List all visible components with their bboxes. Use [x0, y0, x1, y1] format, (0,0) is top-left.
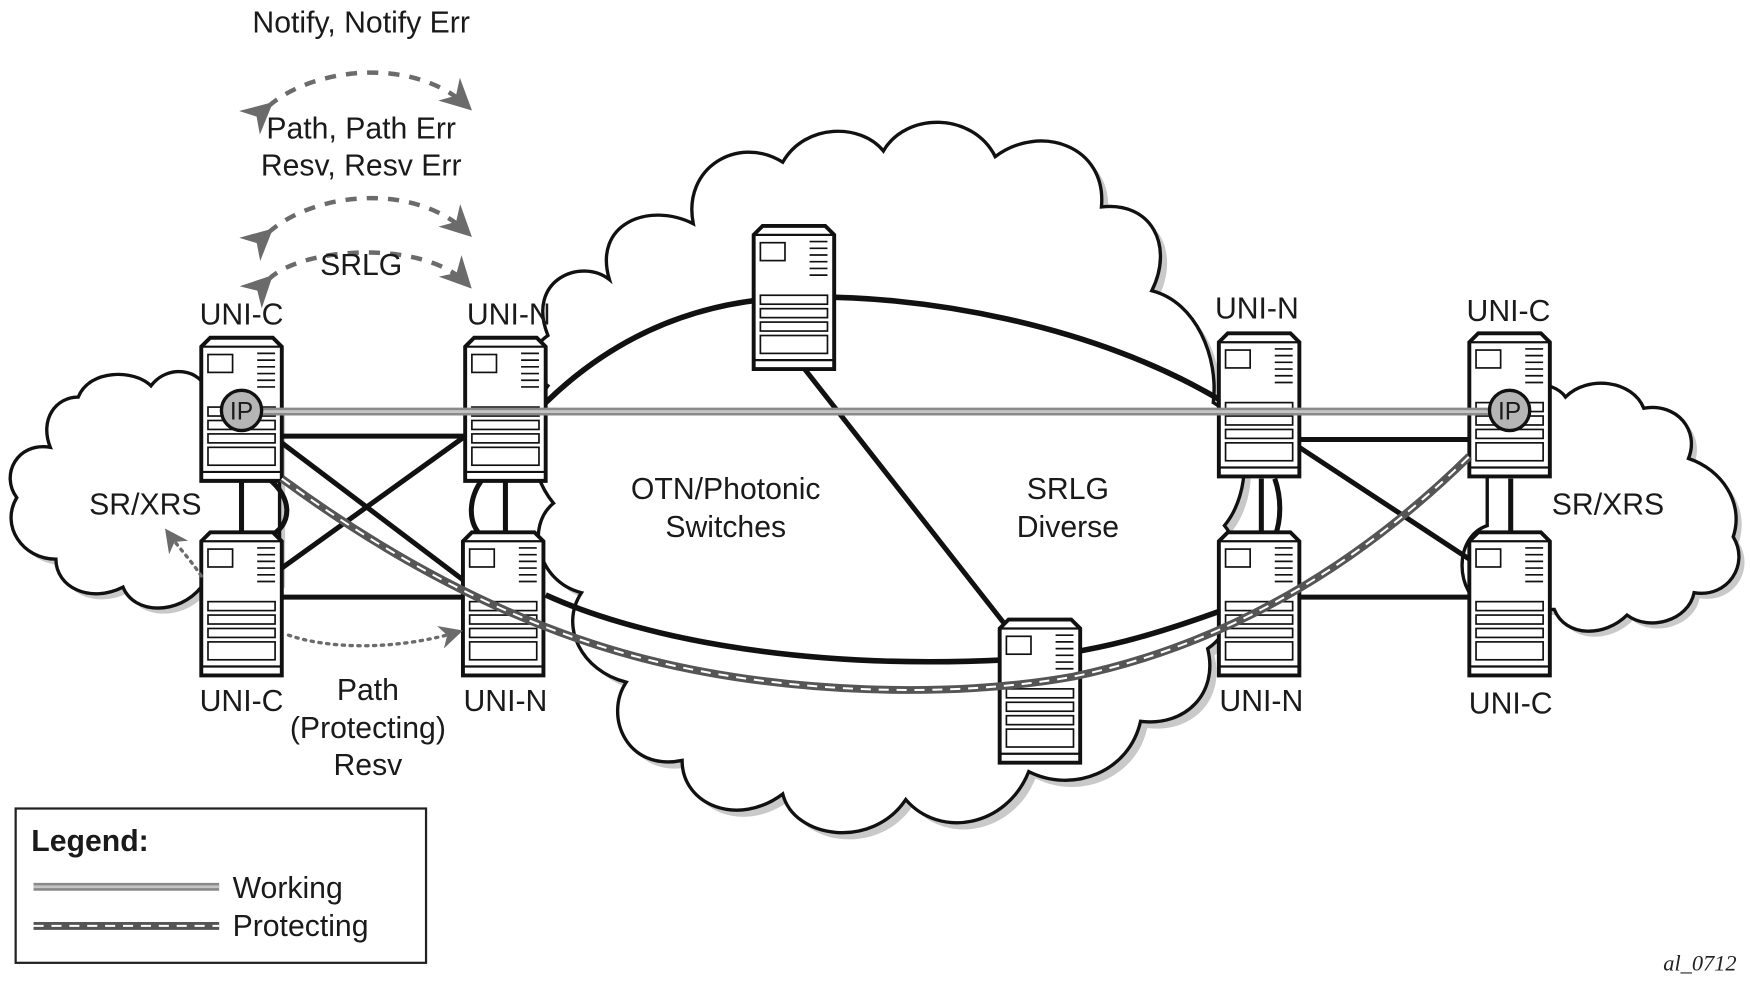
ring-bottom-arc — [544, 592, 1226, 665]
uni-n-right-top-device[interactable] — [1216, 331, 1302, 479]
legend: Legend: Working Protecting — [14, 807, 428, 964]
uni-c-right-top-label: UNI-C — [1467, 295, 1551, 328]
ip-badge-right: IP — [1487, 388, 1532, 433]
sr-xrs-dotted-arrow — [165, 528, 203, 578]
uni-n-left-bottom-device[interactable] — [460, 530, 546, 678]
ip-badge-left-label: IP — [230, 398, 253, 425]
right-n-loop — [1272, 477, 1283, 538]
protecting-path — [279, 453, 1473, 694]
srlg-signal-label: SRLG — [320, 249, 402, 282]
srlg-diverse-line1: SRLG — [1027, 473, 1109, 506]
uni-n-right-bottom-device[interactable] — [1216, 530, 1302, 678]
protecting-path-label: Path — [337, 674, 399, 707]
otn-label-line1: OTN/Photonic — [631, 473, 821, 506]
left-n-loop — [468, 477, 486, 539]
protecting-label: (Protecting) — [290, 712, 446, 745]
resv-err-label: Resv, Resv Err — [261, 150, 462, 183]
notify-arrow — [239, 70, 472, 135]
uni-c-right-bottom-label: UNI-C — [1469, 687, 1553, 720]
uni-n-left-top-label: UNI-N — [467, 298, 551, 331]
protecting-signal-arrow — [286, 625, 463, 649]
uni-c-right-bottom-device[interactable] — [1467, 530, 1552, 678]
legend-protecting-label: Protecting — [233, 910, 369, 943]
srlg-diverse-line2: Diverse — [1017, 511, 1119, 544]
uni-n-right-top-label: UNI-N — [1215, 293, 1299, 326]
otn-switch-top-device[interactable] — [751, 223, 837, 372]
uni-c-left-bottom-label: UNI-C — [200, 685, 284, 718]
right-cloud-label: SR/XRS — [1552, 488, 1664, 521]
left-links — [239, 433, 508, 600]
notify-label: Notify, Notify Err — [252, 6, 470, 39]
protecting-resv-label: Resv — [334, 749, 403, 782]
uni-n-left-bottom-label: UNI-N — [464, 685, 548, 718]
legend-working-label: Working — [233, 872, 343, 905]
right-links — [1258, 436, 1514, 600]
figure-id: al_0712 — [1663, 951, 1736, 976]
ip-badge-right-label: IP — [1498, 398, 1521, 425]
otn-switch-bottom-device[interactable] — [997, 617, 1083, 765]
path-resv-arrow — [239, 196, 472, 262]
otn-label-line2: Switches — [665, 511, 786, 544]
path-err-label: Path, Path Err — [266, 113, 456, 146]
uni-c-left-top-label: UNI-C — [200, 298, 284, 331]
legend-title: Legend: — [31, 825, 148, 858]
uni-c-left-bottom-device[interactable] — [199, 530, 284, 678]
ip-badge-left: IP — [219, 388, 264, 433]
uni-n-right-bottom-label: UNI-N — [1219, 685, 1303, 718]
left-cloud-label: SR/XRS — [89, 488, 201, 521]
